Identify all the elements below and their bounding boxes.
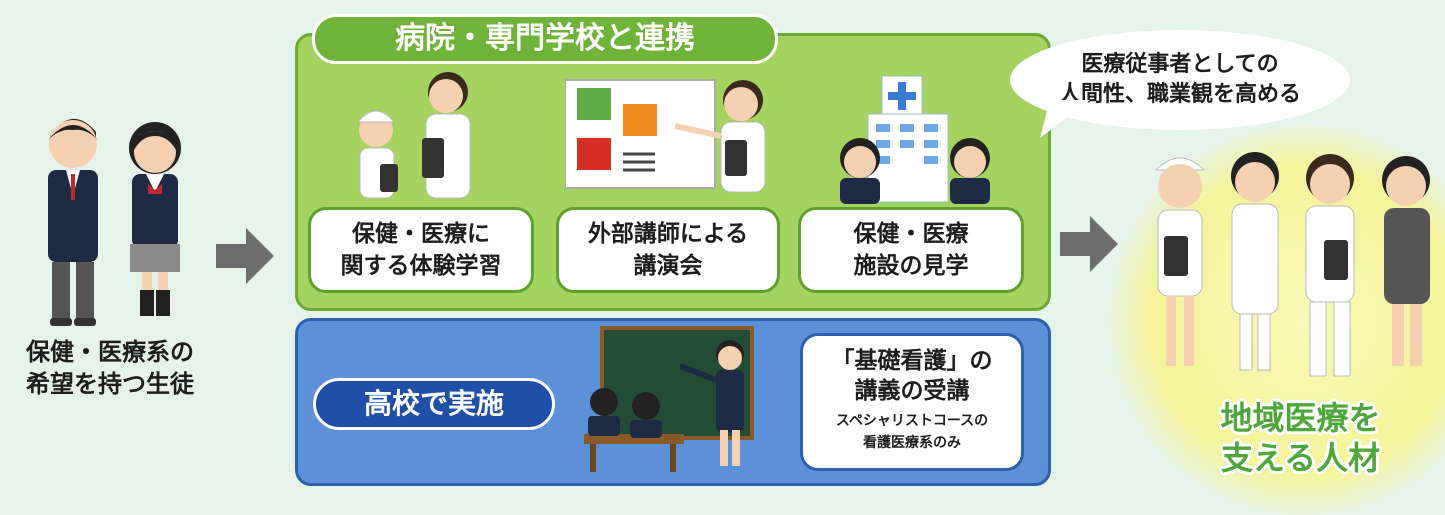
outcome-line2: 支える人材 [1220, 439, 1381, 477]
speech-bubble: 医療従事者としての 人間性、職業観を高める [1010, 30, 1350, 130]
nursing-course-box: 「基礎看護」の 講義の受講 スペシャリストコースの 看護医療系のみ [800, 333, 1024, 471]
speech-bubble-line1: 医療従事者としての [1081, 52, 1279, 77]
course-note-line1: スペシャリストコースの [835, 413, 989, 429]
activity-lecture-line2: 講演会 [633, 253, 703, 279]
arrow-right-icon [216, 226, 276, 286]
outcome-line1: 地域医療を [1220, 399, 1381, 437]
course-line2: 講義の受講 [854, 378, 970, 404]
student-girl-icon [129, 122, 181, 316]
students-label: 保健・医療系の 希望を持つ生徒 [10, 336, 210, 400]
bubble-tail [1040, 100, 1100, 144]
activity-lecture-line1: 外部講師による [587, 221, 749, 247]
activity-hands-on-line2: 関する体験学習 [340, 253, 502, 279]
arrow-right-icon [1060, 214, 1120, 274]
nurse-icon [340, 60, 490, 210]
outcome-label: 地域医療を 支える人材 [1198, 398, 1403, 478]
students-label-line2: 希望を持つ生徒 [26, 370, 194, 398]
lecturer-board-illustration [564, 70, 780, 195]
hospital-icon [820, 74, 1010, 204]
student-boy-icon [48, 118, 98, 326]
activity-facility-line1: 保健・医療 [853, 221, 969, 247]
doctor-icon [1140, 140, 1440, 390]
activity-hands-on-line1: 保健・医療に [352, 221, 490, 247]
activity-box-hands-on-learning: 保健・医療に 関する体験学習 [308, 207, 534, 293]
activity-box-lecture: 外部講師による 講演会 [556, 207, 780, 293]
course-note-line2: 看護医療系のみ [863, 435, 961, 451]
students-illustration [30, 92, 200, 332]
course-note: スペシャリストコースの 看護医療系のみ [803, 410, 1021, 454]
activity-box-facility-visit: 保健・医療 施設の見学 [798, 207, 1024, 293]
school-implementation-title: 高校で実施 [313, 378, 555, 430]
teacher-icon [580, 326, 780, 476]
course-line1: 「基礎看護」の [831, 348, 993, 374]
activity-facility-line2: 施設の見学 [853, 253, 969, 279]
hospital-collaboration-title: 病院・専門学校と連携 [312, 14, 778, 64]
speech-bubble-line2: 人間性、職業観を高める [1058, 82, 1301, 107]
students-label-line1: 保健・医療系の [26, 338, 194, 366]
